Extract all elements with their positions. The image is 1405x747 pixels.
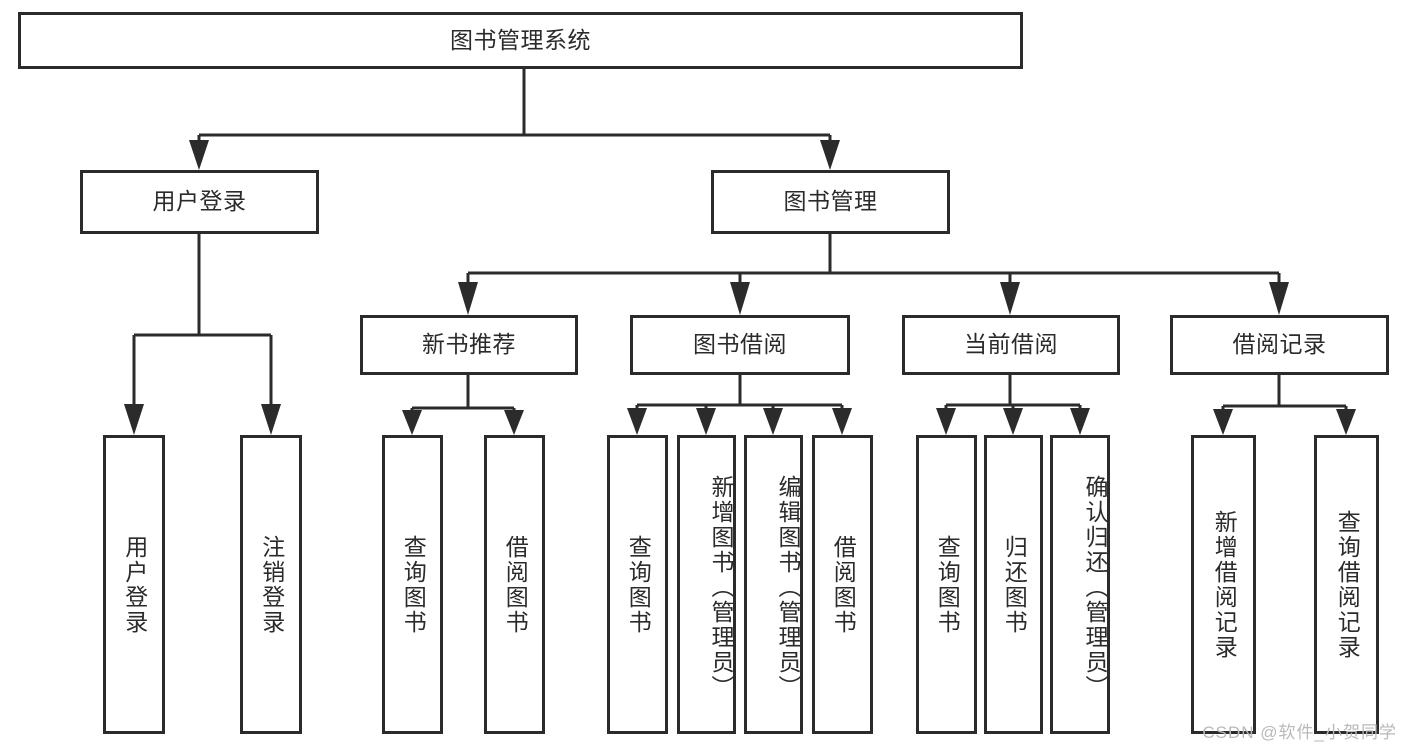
node-leaf-user-login-box[interactable] [103, 435, 165, 734]
arrow-head-leaf-query-book-2 [627, 408, 647, 435]
node-leaf-return-book-box[interactable] [984, 435, 1043, 734]
node-leaf-query-book-1-box[interactable] [382, 435, 443, 734]
node-current-borrow-box[interactable] [902, 315, 1120, 375]
arrow-head-book-manage [820, 140, 840, 170]
arrow-head-new-book-recommend [458, 282, 478, 315]
arrow-head-leaf-return-book [1003, 408, 1023, 435]
node-user-login-box[interactable] [80, 170, 319, 234]
arrow-head-leaf-edit-book [763, 408, 783, 435]
node-borrow-record-box[interactable] [1170, 315, 1389, 375]
arrow-head-leaf-user-login [124, 404, 144, 435]
arrow-head-leaf-borrow-book-1 [504, 410, 524, 435]
node-leaf-add-record-box[interactable] [1191, 435, 1256, 734]
node-leaf-user-logout-box[interactable] [240, 435, 302, 734]
csdn-watermark: CSDN @软件_小贺同学 [1202, 723, 1397, 742]
node-leaf-add-book-box[interactable] [677, 435, 736, 734]
arrow-head-user-login [189, 140, 209, 170]
arrow-head-leaf-query-record [1336, 409, 1356, 435]
node-leaf-confirm-return-box[interactable] [1050, 435, 1110, 734]
arrow-head-leaf-confirm-return [1070, 408, 1090, 435]
arrow-head-leaf-add-book [696, 408, 716, 435]
node-root-box[interactable] [18, 12, 1023, 69]
node-leaf-query-book-3-box[interactable] [916, 435, 977, 734]
node-book-manage-box[interactable] [711, 170, 950, 234]
node-leaf-edit-book-box[interactable] [744, 435, 803, 734]
node-leaf-query-record-box[interactable] [1314, 435, 1379, 734]
arrow-head-leaf-add-record [1213, 409, 1233, 435]
arrow-head-leaf-borrow-book-2 [832, 408, 852, 435]
arrow-head-leaf-query-book-1 [402, 410, 422, 435]
node-book-borrow-box[interactable] [630, 315, 850, 375]
node-new-book-recommend-box[interactable] [360, 315, 578, 375]
arrow-head-leaf-query-book-3 [936, 408, 956, 435]
arrow-head-leaf-user-logout [261, 404, 281, 435]
arrow-head-book-borrow [730, 282, 750, 315]
arrow-head-borrow-record [1269, 282, 1289, 315]
arrow-head-current-borrow [1000, 282, 1020, 315]
node-leaf-borrow-book-2-box[interactable] [812, 435, 873, 734]
node-leaf-query-book-2-box[interactable] [607, 435, 668, 734]
node-leaf-borrow-book-1-box[interactable] [484, 435, 545, 734]
